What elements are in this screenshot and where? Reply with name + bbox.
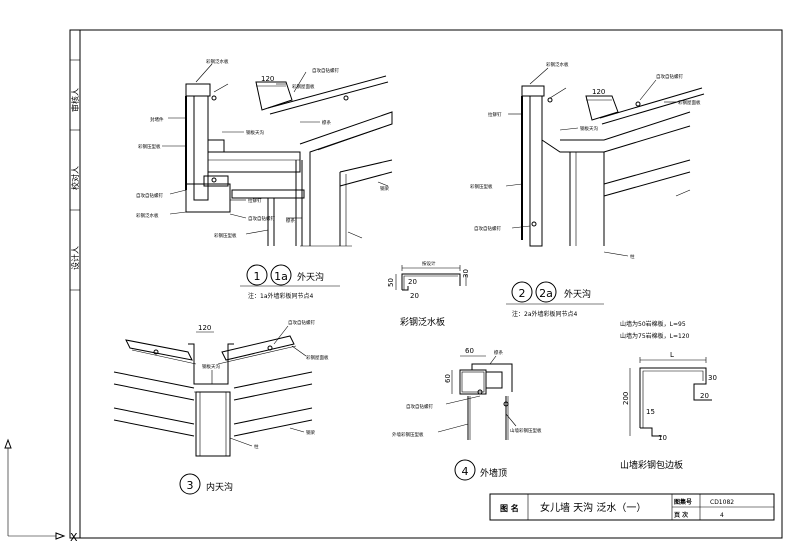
detail-2-outer-gutter: 120 彩钢泛水板 自攻自钻螺钉 彩钢屋面板 拉铆钉 钢板天沟 彩钢压型板 自攻…: [470, 61, 705, 318]
title-page-value: 4: [720, 512, 724, 519]
d4-label-gable-panel: 山墙彩钢压型板: [510, 427, 542, 434]
d2-label-screw: 自攻自钻螺钉: [656, 73, 683, 80]
gable-dim-200: 200: [622, 392, 630, 405]
flashing-dim-d: 50: [387, 278, 395, 287]
d2-label-screw-2: 自攻自钻螺钉: [474, 225, 501, 232]
d2-caption-circle-2: [535, 281, 557, 303]
detail-4-wall-top: 60 60 檩条 自攻自钻螺钉 外墙彩钢压型板 山墙彩钢压型板 4 外墙顶: [392, 347, 542, 481]
d3-label-beam: 钢梁: [306, 429, 315, 436]
title-block: 图 名 女儿墙 天沟 泛水（一） 图集号 CD1082 页 次 4: [489, 493, 775, 521]
d1-label-pressed-panel: 彩钢压型板: [138, 143, 161, 150]
flashing-caption: 彩钢泛水板: [400, 316, 445, 328]
gable-note-2: 山墙为75岩棉板，L=120: [620, 332, 690, 340]
d2-label-column: 柱: [630, 253, 635, 260]
d1-caption-circle-2: [270, 264, 292, 286]
d2-dim-width: 120: [592, 88, 605, 96]
d1-label-screw-3: 自攻自钻螺钉: [248, 215, 275, 222]
d1-label-rivet: 拉铆钉: [248, 197, 262, 204]
title-set-value: CD1082: [710, 499, 734, 506]
d2-caption-num: 2: [519, 287, 526, 300]
d1-label-sealer: 封堵件: [150, 116, 164, 123]
gable-dim-L: L: [670, 351, 674, 359]
d4-caption-circle: [454, 459, 476, 481]
d2-label-gutter: 钢板天沟: [580, 125, 598, 132]
gable-dim-30: 30: [708, 374, 717, 382]
title-label-set: 图集号: [674, 498, 692, 506]
d4-caption-text: 外墙顶: [480, 467, 507, 479]
d3-caption-circle: [179, 473, 201, 495]
side-panel: 审核人 校对人 设计人: [70, 88, 80, 270]
d1-label-gutter: 钢板天沟: [246, 129, 264, 136]
d1-caption-num: 1: [254, 270, 261, 283]
d1-label-screw: 自攻自钻螺钉: [312, 67, 339, 74]
d2-caption-circle-1: [511, 281, 533, 303]
ucs-axis-x: X: [70, 531, 78, 544]
flashing-dim-b: 20: [410, 292, 419, 300]
d3-caption-num: 3: [187, 479, 194, 492]
d1-caption-num2: 1a: [274, 270, 288, 283]
d1-label-screw-2: 自攻自钻螺钉: [136, 192, 163, 199]
title-drawing-name: 女儿墙 天沟 泛水（一）: [540, 501, 646, 514]
d1-sub-caption: 注：1a外墙彩板同节点4: [248, 292, 313, 300]
d2-label-pressed-panel: 彩钢压型板: [470, 183, 493, 190]
d3-dim-width: 120: [198, 324, 211, 332]
gable-dim-10: 10: [658, 434, 667, 442]
d1-label-purlin: 檩条: [286, 217, 295, 224]
d3-label-screw: 自攻自钻螺钉: [288, 319, 315, 326]
drawing-frame: [69, 29, 783, 539]
d4-label-outer-panel: 外墙彩钢压型板: [392, 431, 424, 438]
ucs-axis-icon: X: [4, 438, 78, 544]
d3-label-roof-panel: 彩钢屋面板: [306, 354, 329, 361]
d3-label-column: 柱: [254, 443, 259, 450]
gable-edge-trim: 山墙为50岩棉板，L=95 山墙为75岩棉板，L=120 L 200 30 20…: [620, 320, 717, 471]
flashing-dim-top: 按设计: [422, 260, 436, 267]
flashing-dim-c: 30: [462, 269, 470, 278]
d1-label-pressed-panel-2: 彩钢压型板: [214, 232, 237, 239]
d1-label-flashing-2: 彩钢泛水板: [136, 212, 159, 219]
d2-label-rivet: 拉铆钉: [488, 111, 502, 118]
d1-label-beam: 钢梁: [380, 185, 389, 192]
gable-note-1: 山墙为50岩棉板，L=95: [620, 320, 686, 328]
detail-3-inner-gutter: 120 自攻自钻螺钉 彩钢屋面板 钢板天沟 柱 钢梁 3 内天沟: [113, 319, 329, 495]
d4-label-purlin: 檩条: [494, 349, 503, 356]
d1-caption-circle-1: [246, 264, 268, 286]
title-label-name: 图 名: [500, 503, 519, 513]
side-label-checker: 校对人: [70, 166, 80, 190]
d1-label-flashing: 彩钢泛水板: [206, 58, 229, 65]
side-label-reviewer: 审核人: [70, 88, 80, 112]
gable-dim-20: 20: [700, 392, 709, 400]
gable-dim-15: 15: [646, 408, 655, 416]
gable-caption: 山墙彩钢包边板: [620, 459, 683, 471]
d2-sub-caption: 注：2a外墙彩板同节点4: [512, 310, 577, 318]
d3-caption-text: 内天沟: [206, 481, 233, 493]
d1-label-roof-panel: 彩钢屋面板: [292, 83, 315, 90]
d1-label-purlin-top: 檩条: [322, 119, 331, 126]
flashing-dim-a: 20: [408, 278, 417, 286]
d2-caption-num2: 2a: [539, 287, 553, 300]
d4-dim-height: 60: [444, 374, 452, 383]
d4-caption-num: 4: [462, 465, 469, 478]
d2-label-roof-panel: 彩钢屋面板: [678, 99, 701, 106]
d1-dim-width: 120: [261, 75, 274, 83]
d1-caption-text: 外天沟: [297, 271, 324, 283]
d3-label-gutter: 钢板天沟: [202, 363, 220, 370]
d4-label-screw: 自攻自钻螺钉: [406, 403, 433, 410]
side-label-designer: 设计人: [70, 246, 80, 270]
d4-dim-width: 60: [465, 347, 474, 355]
detail-1-outer-gutter: 120 彩钢泛水板 自攻自钻螺钉 彩钢屋面板 封堵件 钢板天沟 檩条 钢梁 彩钢…: [136, 58, 393, 300]
title-label-page: 页 次: [674, 511, 688, 519]
d2-label-flashing: 彩钢泛水板: [546, 61, 569, 68]
d2-caption-text: 外天沟: [564, 288, 591, 300]
flashing-profile: 按设计 50 20 20 30 彩钢泛水板: [387, 260, 470, 328]
